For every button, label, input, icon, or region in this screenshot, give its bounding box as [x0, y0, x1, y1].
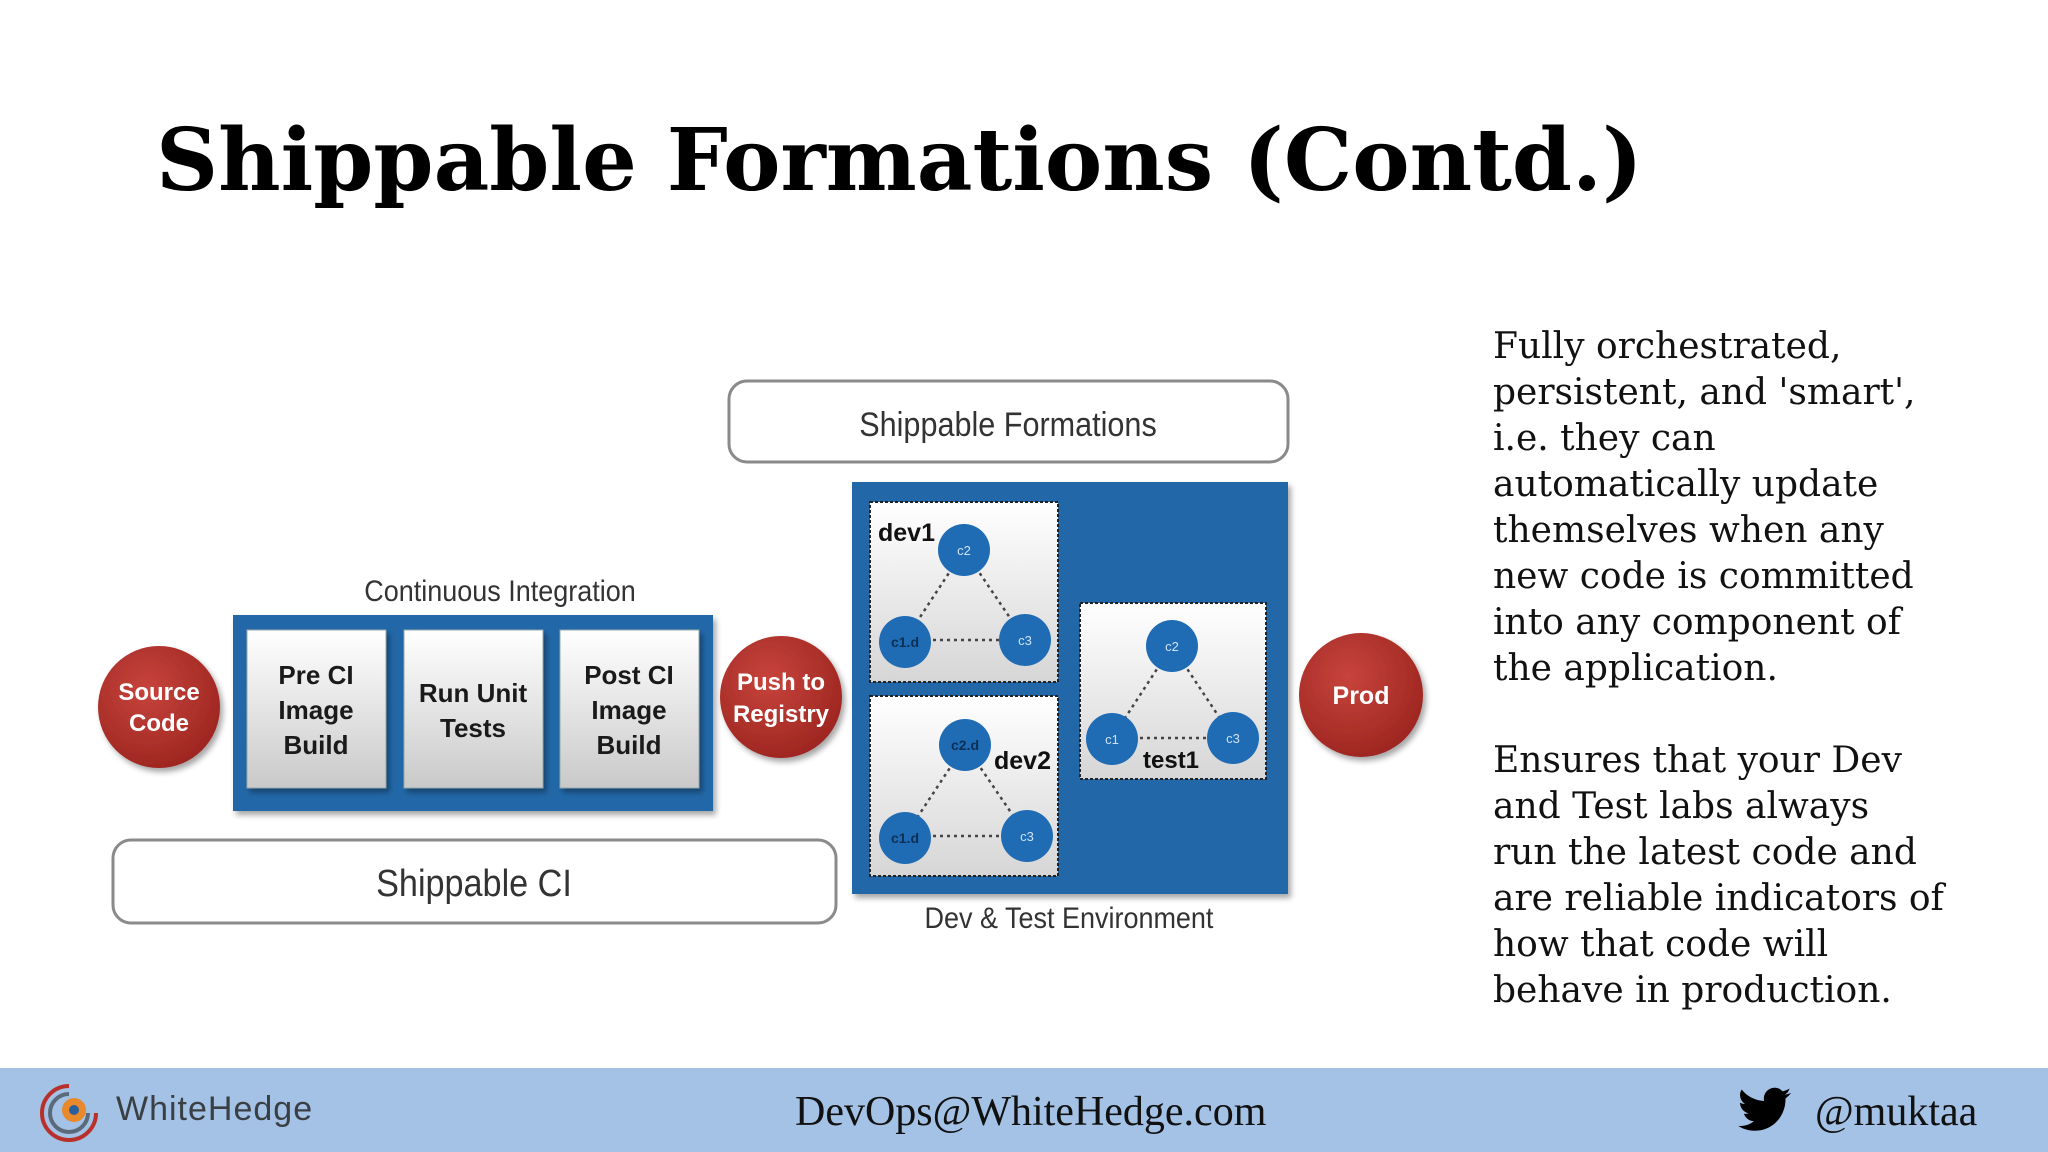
- ci-pipeline-diagram: Shippable Formations Continuous Integrat…: [98, 379, 1423, 936]
- env-test1-label: test1: [1143, 747, 1199, 774]
- dev-test-env-label: Dev & Test Environment: [925, 902, 1214, 936]
- ci-step-pre-ci-line2: Image: [278, 695, 353, 725]
- shippable-formations-box: [727, 379, 1290, 464]
- ci-step-run-tests-line1: Run Unit: [419, 678, 528, 708]
- node-dev1-c2: [938, 524, 990, 576]
- node-test1-c1-label: c1: [1105, 732, 1119, 747]
- body-p1-line: themselves when any: [1493, 510, 1884, 551]
- continuous-integration-label: Continuous Integration: [364, 575, 635, 609]
- node-dev2-c1d-label: c1.d: [891, 830, 919, 846]
- node-test1-c3-label: c3: [1226, 731, 1240, 746]
- node-test1-c2: [1146, 620, 1198, 672]
- node-test1-c2-label: c2: [1165, 639, 1179, 654]
- node-dev2-c1d: [879, 812, 931, 864]
- body-p2-line: how that code will: [1493, 924, 1829, 965]
- source-code-line2: Code: [129, 710, 189, 737]
- slide-title: Shippable Formations (Contd.): [156, 110, 1643, 211]
- twitter-icon: [1738, 1087, 1792, 1131]
- footer-twitter-handle[interactable]: @muktaa: [1815, 1089, 1978, 1135]
- node-test1-c3: [1207, 712, 1259, 764]
- ci-step-post-ci-line1: Post CI: [584, 660, 674, 690]
- body-p2-line: Ensures that your Dev: [1493, 740, 1902, 781]
- node-dev1-c3: [999, 614, 1051, 666]
- env-dev2-label: dev2: [994, 747, 1051, 775]
- source-code-node: [98, 646, 220, 768]
- env-dev1-label: dev1: [878, 519, 935, 547]
- footer-email[interactable]: DevOps@WhiteHedge.com: [795, 1089, 1267, 1135]
- body-p2-line: are reliable indicators of: [1493, 878, 1944, 919]
- node-dev2-c3: [1001, 810, 1053, 862]
- ci-step-pre-ci-line3: Build: [284, 730, 349, 760]
- node-dev1-c3-label: c3: [1018, 633, 1032, 648]
- env-box-test1: c2 c1 c3 test1: [1079, 602, 1267, 780]
- ci-step-pre-ci-line1: Pre CI: [278, 660, 353, 690]
- footer-brand: WhiteHedge: [116, 1090, 314, 1128]
- source-code-line1: Source: [118, 679, 199, 706]
- ci-step-run-tests-line2: Tests: [440, 713, 506, 743]
- node-test1-c1: [1086, 713, 1138, 765]
- ci-step-box-pre-ci: [246, 629, 387, 789]
- body-p1-line: i.e. they can: [1493, 418, 1716, 459]
- prod-node: [1299, 633, 1423, 757]
- shippable-ci-box: [111, 838, 838, 925]
- push-registry-line1: Push to: [737, 669, 825, 696]
- whitehedge-logo-icon: [40, 1084, 98, 1142]
- node-dev2-c2d-label: c2.d: [951, 737, 979, 753]
- body-p1-line: into any component of: [1493, 602, 1901, 643]
- env-box-dev2: c2.d c1.d c3 dev2: [869, 695, 1059, 877]
- shippable-formations-label: Shippable Formations: [859, 406, 1157, 444]
- ci-step-box-run-unit-tests: [403, 629, 544, 789]
- node-dev2-c3-label: c3: [1020, 829, 1034, 844]
- body-p1-line: persistent, and 'smart',: [1493, 372, 1916, 413]
- ci-step-post-ci-line2: Image: [591, 695, 666, 725]
- node-dev1-c1d: [879, 616, 931, 668]
- body-p2-line: and Test labs always: [1493, 786, 1870, 827]
- node-dev1-c2-label: c2: [957, 543, 971, 558]
- push-registry-line2: Registry: [733, 701, 830, 728]
- ci-step-box-post-ci: [559, 629, 700, 789]
- body-paragraph-2: Ensures that your Dev and Test labs alwa…: [1493, 738, 2013, 1014]
- body-p1-line: Fully orchestrated,: [1493, 326, 1842, 367]
- env-box-dev1: c2 c1.d c3 dev1: [869, 501, 1059, 683]
- body-paragraph-1: Fully orchestrated, persistent, and 'sma…: [1493, 324, 2013, 692]
- body-p2-line: run the latest code and: [1493, 832, 1917, 873]
- prod-label: Prod: [1333, 682, 1390, 710]
- footer-bar: [0, 1068, 2048, 1152]
- body-p1-line: the application.: [1493, 648, 1778, 689]
- body-p1-line: automatically update: [1493, 464, 1879, 505]
- shippable-ci-label: Shippable CI: [376, 861, 572, 904]
- ci-step-post-ci-line3: Build: [597, 730, 662, 760]
- node-dev2-c2d: [939, 719, 991, 771]
- node-dev1-c1d-label: c1.d: [891, 634, 919, 650]
- body-p1-line: new code is committed: [1493, 556, 1914, 597]
- push-to-registry-node: [720, 636, 842, 758]
- body-p2-line: behave in production.: [1493, 970, 1892, 1011]
